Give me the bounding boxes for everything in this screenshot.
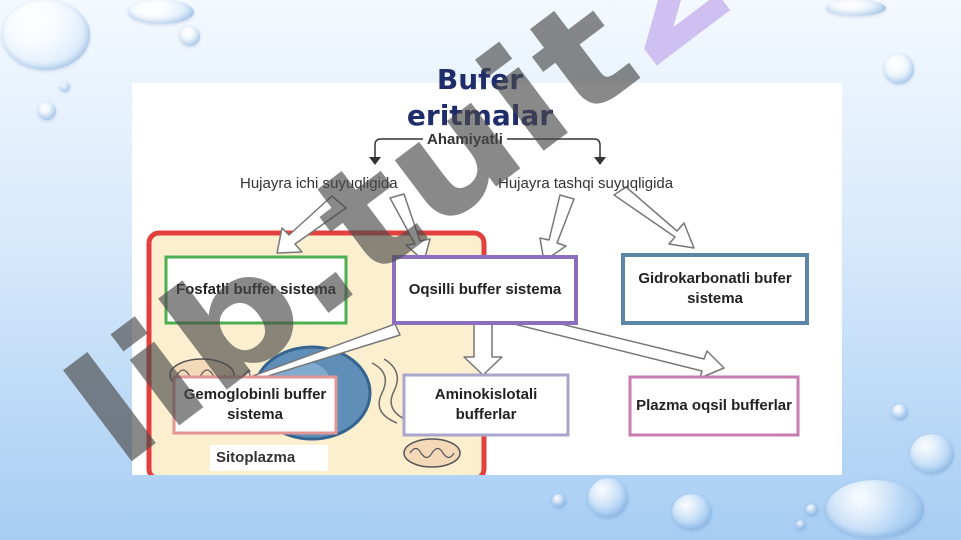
root-arrow-left bbox=[369, 157, 381, 165]
water-drop-decoration bbox=[910, 434, 954, 474]
water-drop-decoration bbox=[588, 478, 628, 518]
water-drop-decoration bbox=[826, 480, 924, 538]
slide-title: Bufer eritmalar bbox=[406, 63, 554, 133]
water-drop-decoration bbox=[60, 82, 70, 92]
sitoplazma-label: Sitoplazma bbox=[216, 449, 296, 466]
root-label: Ahamiyatli bbox=[423, 131, 507, 148]
root-arrow-right bbox=[594, 157, 606, 165]
water-drop-decoration bbox=[2, 0, 90, 70]
water-drop-decoration bbox=[826, 0, 886, 16]
water-drop-decoration bbox=[38, 102, 56, 120]
endoplasmic-reticulum bbox=[371, 362, 398, 424]
arrow-to-oqsilli-left bbox=[389, 193, 431, 262]
arrow-to-oqsilli-right bbox=[539, 194, 575, 262]
branch-extracellular: Hujayra tashqi suyuqligida bbox=[498, 175, 674, 192]
sitoplazma-label-bg bbox=[210, 445, 328, 471]
gidrokarbonatli-buffer-box: Gidrokarbonatli bufer sistema bbox=[629, 261, 801, 317]
arrow-to-gidrokarbonatli bbox=[613, 186, 695, 249]
water-drop-decoration bbox=[552, 494, 566, 508]
water-drop-decoration bbox=[180, 26, 200, 46]
water-drop-decoration bbox=[892, 404, 908, 420]
buffer-systems-diagram: Ahamiyatli Hujayra ichi suyuqligida Huja… bbox=[132, 83, 842, 475]
arrow-to-fosfatli bbox=[276, 195, 347, 254]
gemoglobinli-buffer-box: Gemoglobinli buffer sistema bbox=[178, 381, 332, 429]
water-drop-decoration bbox=[884, 54, 914, 84]
plazma-oqsil-buffer-box: Plazma oqsil bufferlar bbox=[634, 381, 794, 431]
arrow-to-aminokislotali bbox=[463, 322, 503, 376]
fosfatli-buffer-box: Fosfatli buffer sistema bbox=[172, 263, 340, 317]
aminokislotali-buffer-box: Aminokislotali bufferlar bbox=[408, 379, 564, 431]
oqsilli-buffer-box: Oqsilli buffer sistema bbox=[400, 263, 570, 317]
water-drop-decoration bbox=[806, 504, 818, 516]
water-drop-decoration bbox=[796, 520, 806, 530]
water-drop-decoration bbox=[672, 494, 712, 530]
branch-intracellular: Hujayra ichi suyuqligida bbox=[240, 175, 398, 192]
water-drop-decoration bbox=[128, 0, 194, 24]
